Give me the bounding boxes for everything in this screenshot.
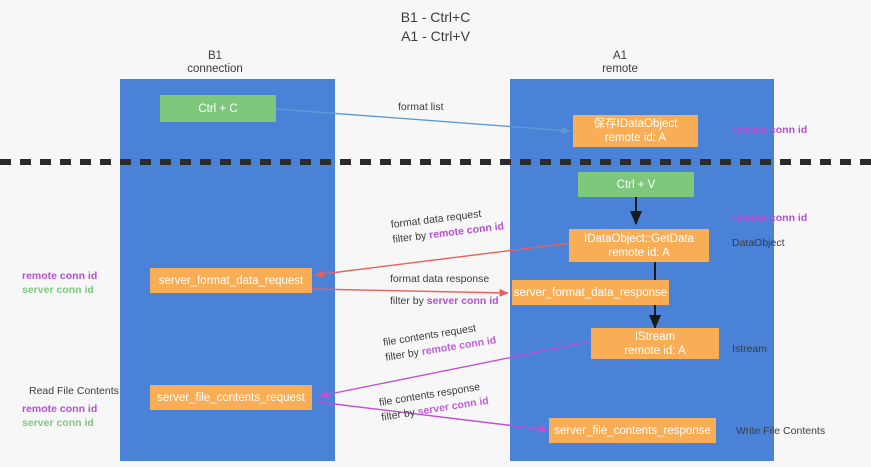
node-server-file-contents-request-label: server_file_contents_request	[157, 391, 305, 404]
node-server-file-contents-response[interactable]: server_file_contents_response	[549, 418, 716, 443]
edge-label-format-data-response-line2: filter by server conn id	[390, 294, 499, 309]
annotation-read-file-contents: Read File Contents	[29, 385, 119, 397]
node-server-format-data-request-label: server_format_data_request	[158, 274, 304, 287]
node-server-file-contents-request[interactable]: server_file_contents_request	[150, 385, 312, 410]
annotation-write-file-contents: Write File Contents	[736, 425, 826, 437]
edge-label-file-contents-request: file contents request filter by remote c…	[382, 318, 497, 365]
node-getdata[interactable]: IDataObject::GetData remote id: A	[569, 229, 709, 262]
annotation-remote-conn-id-mid: remote conn id	[732, 212, 808, 224]
diagram-title: B1 - Ctrl+C A1 - Ctrl+V	[400, 9, 471, 44]
node-save-idataobject-line1: 保存IDataObject	[593, 118, 678, 130]
node-server-format-data-response-label: server_format_data_response	[513, 286, 668, 299]
edge-label-format-data-response-line1: format data response	[390, 273, 490, 285]
node-save-idataobject[interactable]: 保存IDataObject remote id: A	[573, 115, 698, 147]
edge-label-format-data-request: format data request filter by remote con…	[390, 204, 505, 247]
annotation-left-conn-ids-mid: remote conn id server conn id	[22, 269, 97, 297]
node-server-format-data-response[interactable]: server_format_data_response	[512, 280, 669, 305]
edge-label-file-contents-response: file contents response filter by server …	[378, 379, 490, 426]
node-getdata-line2: remote id: A	[608, 246, 670, 259]
node-server-format-data-request[interactable]: server_format_data_request	[150, 268, 312, 293]
node-server-file-contents-response-label: server_file_contents_response	[554, 424, 711, 437]
annotation-remote-conn-id-top: remote conn id	[732, 124, 808, 136]
node-ctrl-c[interactable]: Ctrl + C	[160, 95, 276, 122]
node-getdata-line1: IDataObject::GetData	[584, 232, 694, 245]
edge-label-format-data-response: format data response filter by server co…	[390, 272, 499, 309]
edge-label-format-list: format list	[398, 101, 444, 113]
filter-by-prefix-2: filter by	[390, 295, 427, 307]
node-istream-line2: remote id: A	[624, 344, 686, 357]
node-ctrl-v[interactable]: Ctrl + V	[578, 172, 694, 197]
lane-header-a1: A1 remote	[602, 50, 638, 75]
annotation-left-server-conn-id-bottom: server conn id	[22, 417, 94, 429]
annotation-left-remote-conn-id-mid: remote conn id	[22, 270, 98, 282]
annotation-left-conn-ids-bottom: remote conn id server conn id	[22, 402, 97, 430]
filter-by-server-conn-id: server conn id	[426, 295, 499, 307]
node-istream[interactable]: IStream remote id: A	[591, 328, 719, 359]
annotation-istream: Istream	[732, 343, 768, 355]
node-ctrl-c-label: Ctrl + C	[198, 102, 238, 115]
node-istream-line1: IStream	[634, 330, 676, 343]
node-ctrl-v-label: Ctrl + V	[616, 178, 656, 191]
annotation-left-remote-conn-id-bottom: remote conn id	[22, 403, 98, 415]
lane-header-b1: B1 connection	[187, 50, 243, 75]
filter-by-prefix: filter by	[391, 229, 430, 246]
node-save-idataobject-line2: remote id: A	[604, 132, 667, 144]
annotation-dataobject: DataObject	[732, 237, 785, 249]
annotation-left-server-conn-id-mid: server conn id	[22, 284, 94, 296]
